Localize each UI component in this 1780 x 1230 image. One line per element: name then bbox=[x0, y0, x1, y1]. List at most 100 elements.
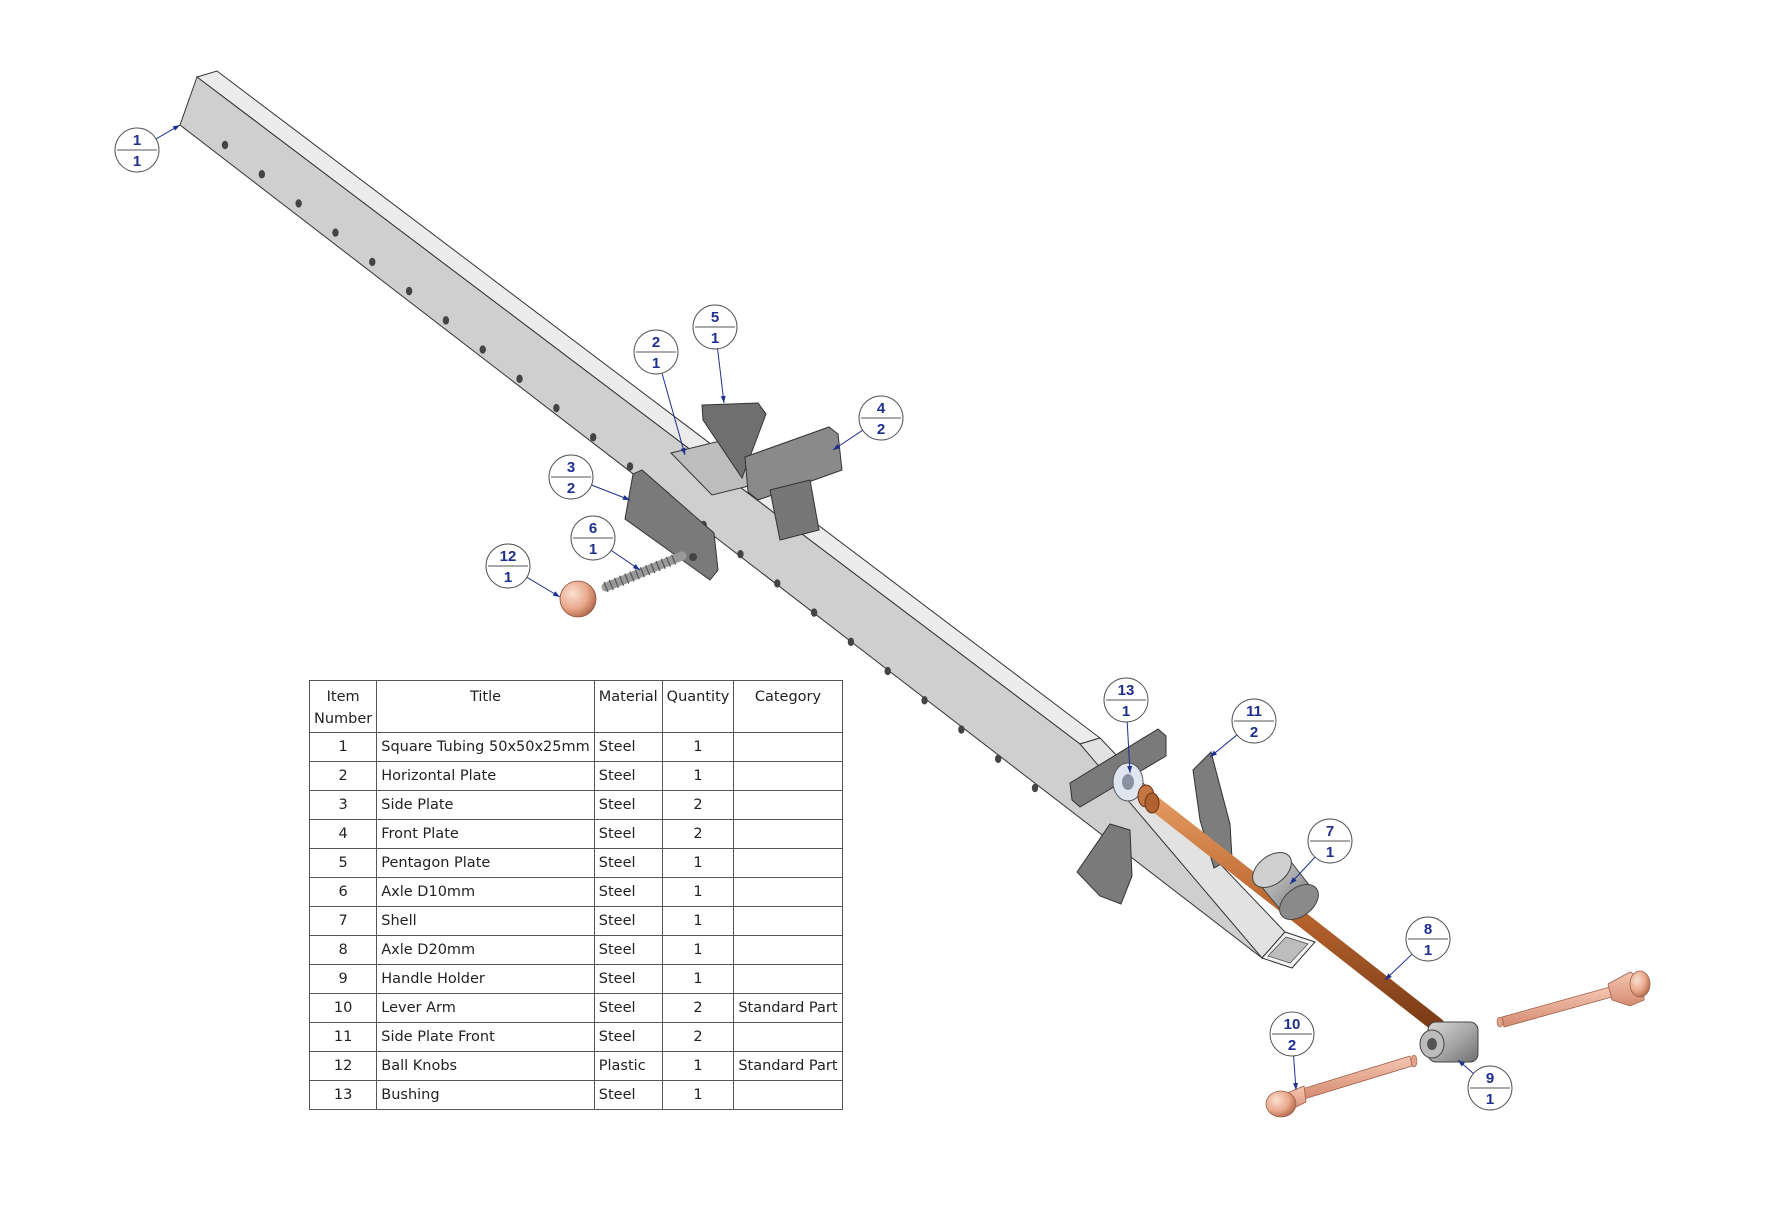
thread-line bbox=[645, 564, 651, 576]
tubing-hole bbox=[332, 228, 339, 237]
bom-quantity: 1 bbox=[661, 964, 735, 994]
balloon-item-number: 2 bbox=[652, 334, 660, 351]
balloon-item-number: 9 bbox=[1486, 1070, 1494, 1087]
balloon-item-number: 3 bbox=[567, 459, 575, 476]
bom-item-number: 8 bbox=[308, 935, 378, 965]
thread-line bbox=[650, 562, 656, 574]
balloon-item-number: 4 bbox=[877, 400, 886, 417]
balloon-item-number: 6 bbox=[589, 520, 597, 537]
bom-category bbox=[733, 1022, 843, 1052]
bom-category bbox=[733, 964, 843, 994]
bom-quantity: 2 bbox=[661, 1022, 735, 1052]
pentagon-plate bbox=[701, 402, 767, 480]
front-plate-lower bbox=[769, 479, 820, 541]
side-plate-front-left bbox=[1076, 823, 1133, 905]
bom-material: Steel bbox=[593, 877, 663, 907]
bom-quantity: 1 bbox=[661, 848, 735, 878]
bom-item-number: 6 bbox=[308, 877, 378, 907]
balloon-item-7: 71 bbox=[1307, 818, 1353, 864]
bom-category bbox=[733, 819, 843, 849]
bom-material: Steel bbox=[593, 993, 663, 1023]
bom-header-row: Item Number Title Material Quantity Cate… bbox=[308, 680, 843, 733]
bom-title: Shell bbox=[376, 906, 595, 936]
balloon-item-12: 121 bbox=[485, 543, 531, 589]
tubing-hole bbox=[516, 374, 523, 384]
bom-category bbox=[733, 732, 843, 762]
bom-category bbox=[733, 935, 843, 965]
thread-line bbox=[613, 577, 619, 589]
bushing-hole bbox=[1122, 774, 1134, 790]
bom-title: Square Tubing 50x50x25mm bbox=[376, 732, 595, 762]
bom-title: Pentagon Plate bbox=[376, 848, 595, 878]
thread-line bbox=[608, 579, 614, 591]
balloon-leaders bbox=[155, 124, 1474, 1091]
balloon-item-number: 7 bbox=[1326, 823, 1334, 840]
balloon-item-number: 12 bbox=[500, 548, 517, 565]
thread-line bbox=[629, 571, 635, 582]
bom-item-number: 12 bbox=[308, 1051, 378, 1081]
thread-line bbox=[655, 560, 661, 572]
leader-arrow bbox=[680, 447, 686, 455]
bom-material: Plastic bbox=[593, 1051, 663, 1081]
leader-arrow bbox=[1293, 1082, 1298, 1090]
bom-item-number: 3 bbox=[308, 790, 378, 820]
bom-item-number: 1 bbox=[308, 732, 378, 762]
bom-title: Front Plate bbox=[376, 819, 595, 849]
tubing-hole bbox=[1031, 783, 1039, 793]
balloon-item-8: 81 bbox=[1405, 916, 1451, 962]
leader-arrow bbox=[552, 591, 560, 597]
balloon-quantity: 1 bbox=[1424, 942, 1432, 959]
balloon-item-3: 32 bbox=[548, 454, 594, 500]
bom-title: Bushing bbox=[376, 1080, 595, 1110]
header-category: Category bbox=[733, 680, 843, 733]
front-plate-upper bbox=[744, 426, 843, 501]
bom-title: Axle D10mm bbox=[376, 877, 595, 907]
bom-category bbox=[733, 761, 843, 791]
balloon-item-9: 91 bbox=[1467, 1065, 1513, 1111]
tubing-hole bbox=[405, 286, 413, 296]
header-material: Material bbox=[593, 680, 663, 733]
balloon-item-number: 11 bbox=[1246, 703, 1262, 720]
tubing-hole bbox=[958, 725, 965, 734]
bom-category bbox=[733, 848, 843, 878]
tubing-hole bbox=[479, 345, 486, 354]
bill-of-materials: Item Number Title Material Quantity Cate… bbox=[308, 680, 843, 1110]
leader-line bbox=[717, 348, 725, 404]
bom-quantity: 1 bbox=[661, 877, 735, 907]
bom-quantity: 2 bbox=[661, 790, 735, 820]
balloon-item-number: 13 bbox=[1118, 682, 1135, 699]
balloon-quantity: 1 bbox=[1122, 703, 1130, 720]
balloon-item-10: 102 bbox=[1269, 1011, 1315, 1057]
balloon-item-number: 8 bbox=[1424, 921, 1432, 938]
leader-line bbox=[1126, 721, 1131, 774]
bom-material: Steel bbox=[593, 819, 663, 849]
bom-quantity: 1 bbox=[661, 732, 735, 762]
handle-holder bbox=[1419, 1021, 1479, 1063]
lever-arm-left bbox=[1265, 1054, 1418, 1118]
tubing-hole bbox=[737, 549, 744, 559]
balloon-item-number: 10 bbox=[1284, 1016, 1301, 1033]
balloon-item-number: 5 bbox=[711, 309, 719, 326]
bom-title: Handle Holder bbox=[376, 964, 595, 994]
balloon-item-1: 11 bbox=[114, 127, 160, 173]
bom-quantity: 1 bbox=[661, 935, 735, 965]
balloon-quantity: 2 bbox=[1288, 1037, 1296, 1054]
bom-item-number: 7 bbox=[308, 906, 378, 936]
tubing-hole bbox=[774, 579, 781, 588]
tubing-hole bbox=[847, 637, 855, 647]
bom-quantity: 1 bbox=[661, 1080, 735, 1110]
bom-title: Horizontal Plate bbox=[376, 761, 595, 791]
bom-title: Lever Arm bbox=[376, 993, 595, 1023]
header-title: Title bbox=[376, 680, 595, 733]
balloon-item-5: 51 bbox=[692, 304, 738, 350]
